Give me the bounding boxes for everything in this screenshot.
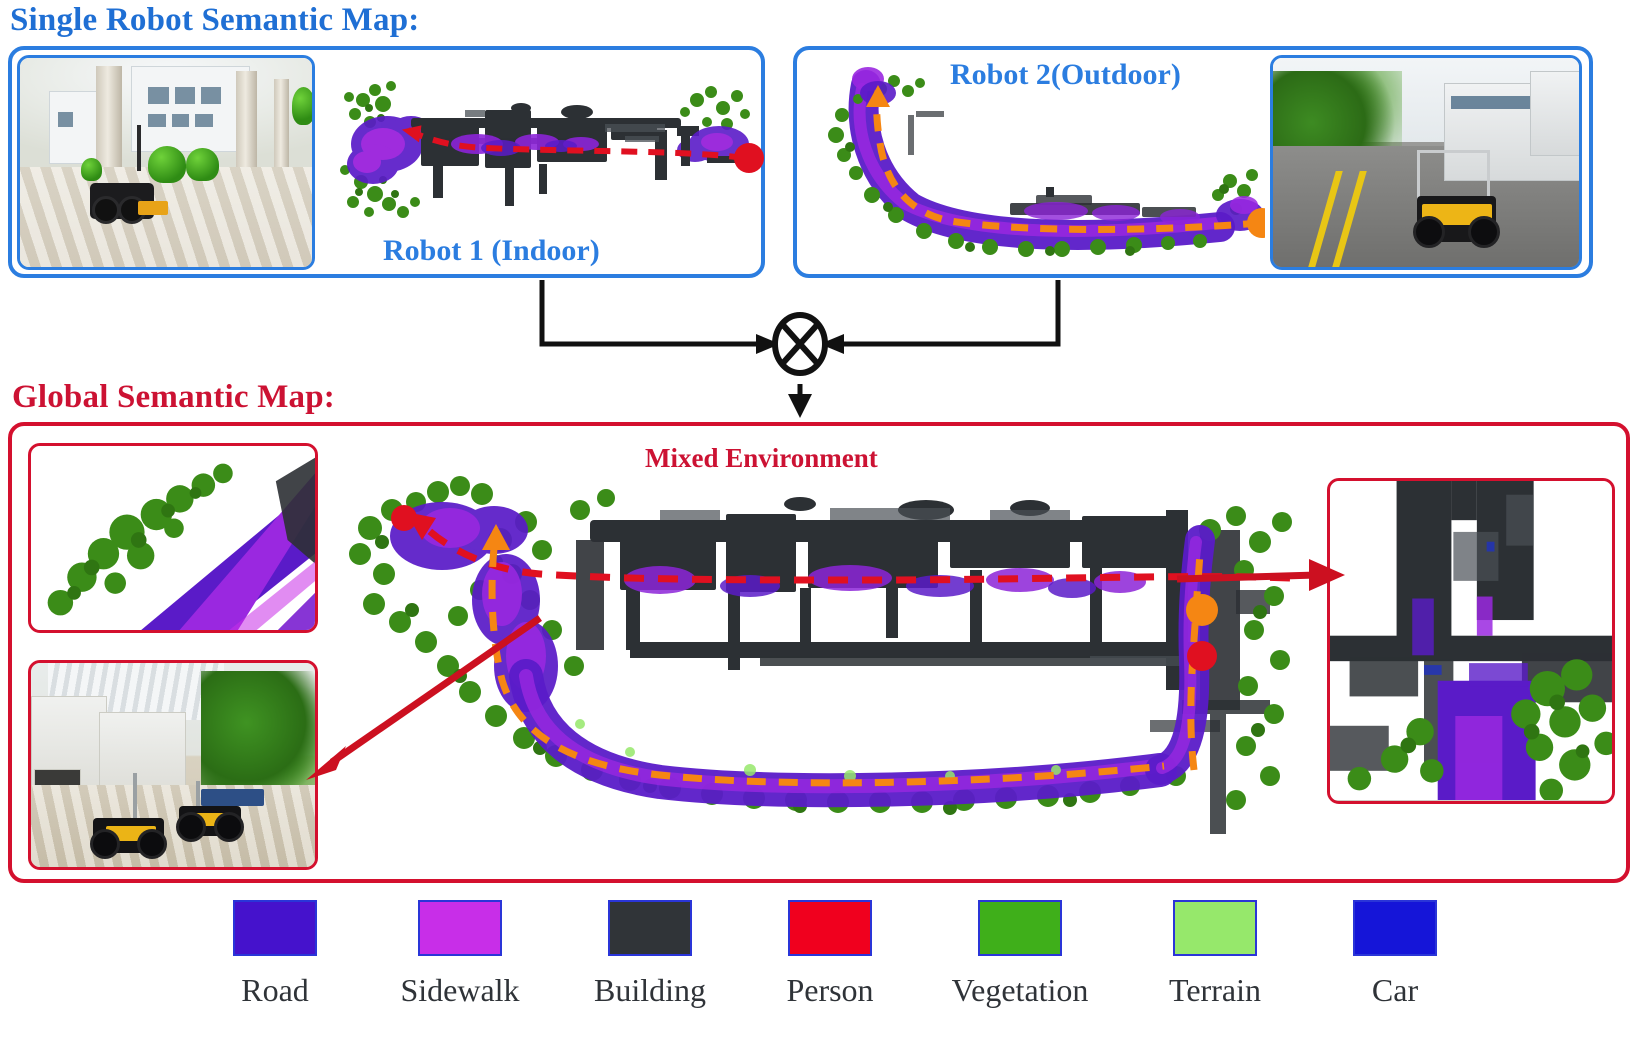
robot2-pointcloud (828, 67, 1265, 257)
robot1-indoor-photo (17, 55, 315, 270)
robot1-semantic-map (340, 81, 764, 218)
legend-label-vegetation: Vegetation (951, 972, 1089, 1008)
robot1-pointcloud (340, 81, 764, 218)
legend-swatch-road (233, 900, 317, 956)
global-orange-trajectory-arrow (482, 524, 510, 550)
global-pointcloud (349, 476, 1292, 834)
mixed-environment-label: Mixed Environment (645, 443, 878, 473)
robot2-outdoor-photo (1270, 55, 1582, 270)
global-inset-courtyard-photo (28, 660, 318, 870)
legend-item-terrain: Terrain (1115, 900, 1315, 1009)
legend-label-car: Car (1371, 972, 1419, 1008)
robot1-start-marker (734, 143, 764, 173)
merge-operator-block (539, 280, 1061, 418)
robot2-to-merge-connector (842, 280, 1061, 347)
legend-swatch-sidewalk (418, 900, 502, 956)
legend-swatch-vegetation (978, 900, 1062, 956)
global-robot1-marker (1187, 641, 1217, 671)
legend-item-car: Car (1305, 900, 1485, 1009)
legend-label-terrain: Terrain (1169, 972, 1261, 1008)
right-callout-arrow (1176, 559, 1345, 591)
legend-label-building: Building (593, 972, 706, 1008)
left-callout-arrow (306, 615, 542, 780)
global-orange-trajectory-loop (488, 547, 1165, 787)
global-inset-road-zoom (28, 443, 318, 633)
semantic-class-legend: Road Sidewalk Building Person Vegetation… (0, 892, 1640, 1042)
legend-label-person: Person (786, 972, 874, 1008)
global-semantic-map-section-title: Global Semantic Map: (12, 379, 335, 415)
legend-label-road: Road (241, 972, 309, 1008)
robot2-trajectory-arrow (866, 85, 890, 107)
legend-swatch-car (1353, 900, 1437, 956)
global-inset-building-zoom (1327, 478, 1615, 804)
robot2-label: Robot 2(Outdoor) (950, 58, 1181, 91)
legend-swatch-person (788, 900, 872, 956)
robot2-semantic-map (828, 67, 1265, 257)
legend-label-sidewalk: Sidewalk (400, 972, 520, 1008)
legend-swatch-building (608, 900, 692, 956)
robot1-trajectory-arrow (401, 125, 422, 143)
legend-item-vegetation: Vegetation (905, 900, 1135, 1009)
global-person-marker-left (391, 505, 417, 531)
merge-symbol-circle (772, 312, 828, 376)
robot1-to-merge-connector (539, 280, 758, 347)
robot2-start-marker (1247, 208, 1265, 238)
robot2-trajectory (873, 90, 1261, 233)
merge-left-arrowhead (756, 334, 780, 354)
legend-item-road: Road (180, 900, 370, 1009)
single-robot-section-title: Single Robot Semantic Map: (10, 2, 420, 38)
global-red-trajectory (423, 525, 1291, 584)
robot1-trajectory (401, 125, 746, 161)
legend-swatch-terrain (1173, 900, 1257, 956)
merge-down-arrowhead (788, 394, 812, 418)
legend-item-person: Person (735, 900, 925, 1009)
global-orange-trajectory-vertical (1187, 553, 1204, 771)
robot1-label: Robot 1 (Indoor) (383, 234, 600, 267)
legend-item-building: Building (545, 900, 755, 1009)
merge-right-arrowhead (820, 334, 844, 354)
legend-item-sidewalk: Sidewalk (355, 900, 565, 1009)
global-robot2-marker (1186, 594, 1218, 626)
global-semantic-map (349, 476, 1292, 834)
